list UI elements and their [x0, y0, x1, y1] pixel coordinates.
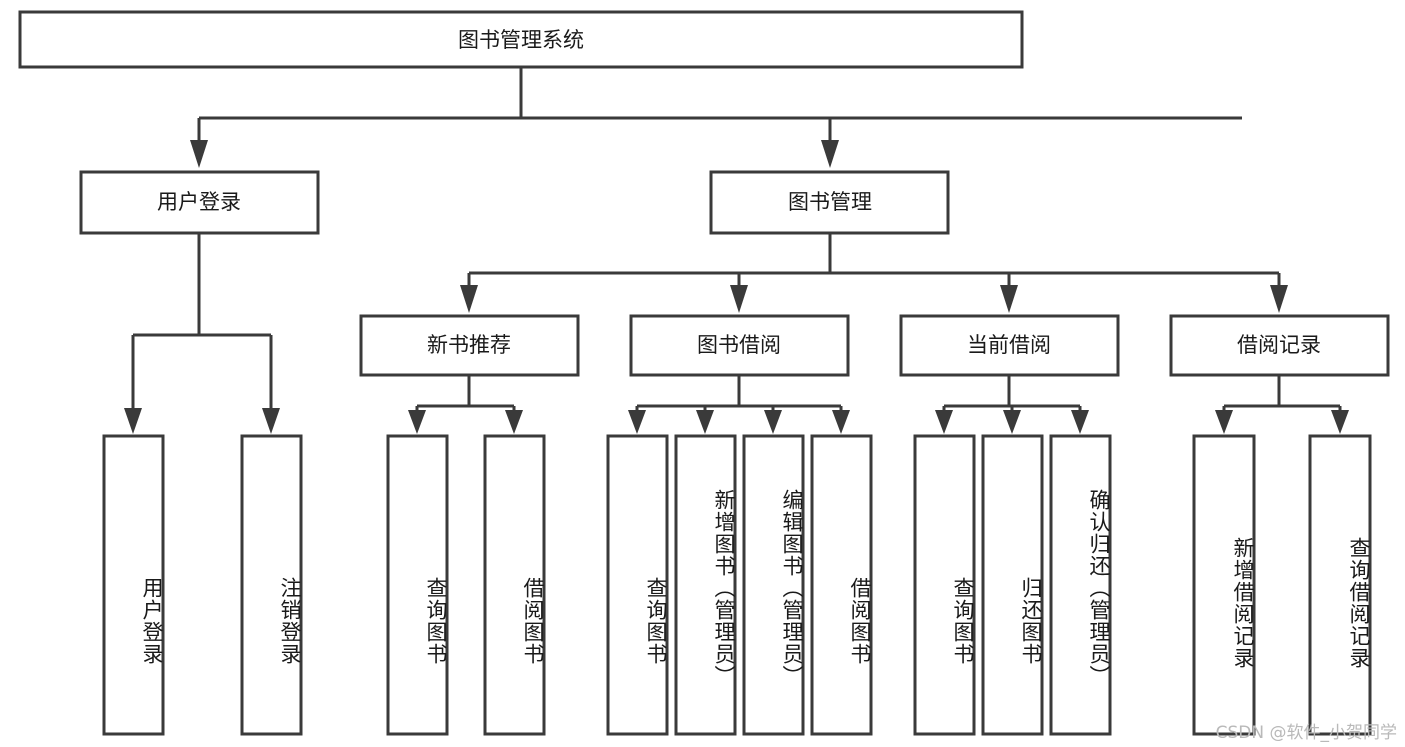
node-leaf-add-record[interactable]	[1192, 434, 1256, 736]
watermark: CSDN @软件_小贺同学	[1215, 723, 1397, 743]
node-book-management[interactable]: 图书管理	[709, 170, 950, 235]
node-root-label: 图书管理系统	[458, 28, 584, 52]
node-current-borrow-label: 当前借阅	[967, 333, 1051, 357]
connector-borrowrecord-to-leaves	[1215, 375, 1349, 434]
node-root[interactable]: 图书管理系统	[18, 10, 1024, 69]
connector-root-to-level2	[190, 67, 1242, 168]
node-leaf-query-book-2[interactable]	[606, 434, 669, 736]
connector-bookborrow-to-leaves	[628, 375, 850, 434]
node-leaf-return-book[interactable]	[981, 434, 1044, 736]
node-book-borrow[interactable]: 图书借阅	[629, 314, 850, 377]
node-book-borrow-label: 图书借阅	[697, 333, 781, 357]
node-leaf-query-book-3[interactable]	[913, 434, 976, 736]
node-user-login[interactable]: 用户登录	[79, 170, 320, 235]
node-leaf-user-login[interactable]	[102, 434, 165, 736]
connector-bookmgmt-to-level3	[460, 233, 1288, 313]
node-new-book-recommend[interactable]: 新书推荐	[359, 314, 580, 377]
node-leaf-query-record[interactable]	[1308, 434, 1372, 736]
connector-userlogin-to-leaves	[124, 233, 280, 434]
node-leaf-add-book[interactable]	[674, 434, 737, 736]
node-borrow-record-label: 借阅记录	[1237, 333, 1321, 357]
node-leaf-query-book-1[interactable]	[386, 434, 449, 736]
node-leaf-confirm-return[interactable]	[1049, 434, 1112, 736]
connector-newbook-to-leaves	[408, 375, 523, 434]
node-current-borrow[interactable]: 当前借阅	[899, 314, 1120, 377]
node-user-login-label: 用户登录	[157, 190, 241, 214]
node-new-book-recommend-label: 新书推荐	[427, 333, 511, 357]
connector-currentborrow-to-leaves	[935, 375, 1089, 434]
node-book-management-label: 图书管理	[788, 190, 872, 214]
node-leaf-edit-book[interactable]	[742, 434, 805, 736]
node-borrow-record[interactable]: 借阅记录	[1169, 314, 1390, 377]
node-leaf-borrow-book-2[interactable]	[810, 434, 873, 736]
node-leaf-user-logout[interactable]	[240, 434, 303, 736]
node-leaf-borrow-book-1[interactable]	[483, 434, 546, 736]
